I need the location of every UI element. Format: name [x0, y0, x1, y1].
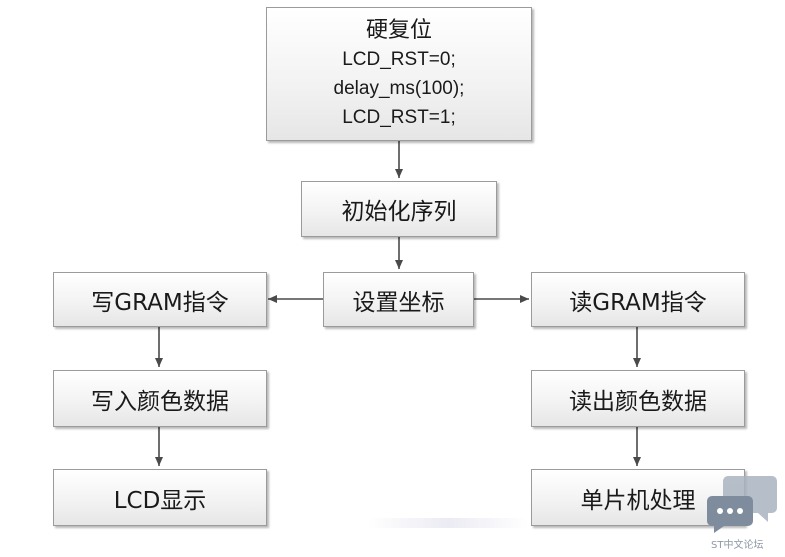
- read-gram-box: 读GRAM指令: [531, 272, 745, 327]
- read-color-box: 读出颜色数据: [531, 370, 745, 427]
- init-sequence-box: 初始化序列: [301, 181, 497, 237]
- mcu-process-box: 单片机处理: [531, 469, 745, 526]
- watermark-text: ST中文论坛: [711, 540, 764, 551]
- lcd-display-box: LCD显示: [53, 469, 267, 526]
- write-color-box: 写入颜色数据: [53, 370, 267, 427]
- hard-reset-line-3: LCD_RST=1;: [342, 107, 456, 128]
- hard-reset-line-2: delay_ms(100);: [333, 78, 465, 99]
- write-gram-box: 写GRAM指令: [53, 272, 267, 327]
- set-coordinates-box: 设置坐标: [323, 272, 474, 327]
- chat-bubble-icon: [707, 476, 777, 533]
- hard-reset-title: 硬复位: [365, 18, 432, 43]
- hard-reset-line-1: LCD_RST=0;: [342, 49, 456, 70]
- watermark-fade: [368, 518, 528, 528]
- hard-reset-box: 硬复位 LCD_RST=0; delay_ms(100); LCD_RST=1;: [266, 7, 532, 141]
